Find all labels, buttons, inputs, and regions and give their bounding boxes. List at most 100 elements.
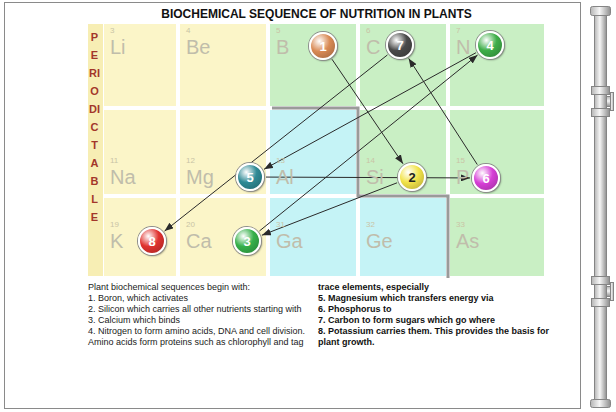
element-cell: 14Si 2 xyxy=(360,110,446,194)
cell-text-group: 31Ga xyxy=(276,220,303,252)
vertical-label: PERIODIC TABLE xyxy=(89,28,100,226)
cell-text-group: 7N xyxy=(456,26,470,58)
element-symbol: B xyxy=(276,36,289,58)
atomic-number: 3 xyxy=(110,26,126,36)
cell-tile xyxy=(450,198,544,276)
body-text: trace elements, especially xyxy=(318,282,550,293)
cell-text-group: 15P xyxy=(456,156,469,188)
cell-text-group: 12Mg xyxy=(186,156,214,188)
sequence-circle: 5 xyxy=(236,163,264,191)
atomic-number: 6 xyxy=(366,26,380,36)
element-cell: 15P6 xyxy=(450,110,544,194)
body-text: 1. Boron, which activates xyxy=(88,293,310,304)
body-text: 3. Calcium which binds xyxy=(88,315,310,326)
label-strip xyxy=(88,24,103,276)
frame xyxy=(5,3,581,409)
element-symbol: Ca xyxy=(186,230,212,252)
element-symbol: Al xyxy=(276,166,294,188)
element-symbol: Na xyxy=(110,166,136,188)
callout-number: 5 xyxy=(246,171,253,184)
element-cell: 31Ga xyxy=(270,198,356,276)
cell-text-group: 14Si xyxy=(366,156,384,188)
element-cell: 7N 4 xyxy=(450,24,544,106)
element-cell: 32Ge xyxy=(360,198,446,276)
element-symbol: Ge xyxy=(366,230,393,252)
cell-tile xyxy=(360,198,446,276)
cell-text-group: 11Na xyxy=(110,156,136,188)
element-cell: 12Mg 5 xyxy=(180,110,266,194)
sequence-circle: 6 xyxy=(472,164,500,192)
element-symbol: K xyxy=(110,230,123,252)
body-text: 2. Silicon which carries all other nutri… xyxy=(88,304,310,315)
atomic-number: 4 xyxy=(186,26,210,36)
cell-text-group: 6C xyxy=(366,26,380,58)
sequence-arrow xyxy=(165,55,388,231)
cell-tile xyxy=(180,198,266,276)
atomic-number: 20 xyxy=(186,220,212,230)
cell-text-group: 3Li xyxy=(110,26,126,58)
cell-text-group: 20Ca xyxy=(186,220,212,252)
cell-tile xyxy=(450,110,544,194)
cell-tile xyxy=(270,198,356,276)
body-text: 7. Carbon to form sugars which go where xyxy=(318,315,550,326)
sequence-arrow xyxy=(262,183,397,235)
atomic-number: 19 xyxy=(110,220,123,230)
sequence-circle: 3 xyxy=(233,227,261,255)
sequence-arrow xyxy=(259,55,477,231)
atomic-number: 12 xyxy=(186,156,214,166)
atomic-number: 14 xyxy=(366,156,384,166)
element-cell: 11Na xyxy=(104,110,176,194)
cell-tile xyxy=(270,110,356,194)
cell-text-group: 4Be xyxy=(186,26,210,58)
callout-number: 4 xyxy=(486,39,493,52)
cell-tile xyxy=(180,24,266,106)
atomic-number: 31 xyxy=(276,220,303,230)
element-cell: 3Li xyxy=(104,24,176,106)
body-text: 6. Phosphorus to xyxy=(318,304,550,315)
cell-tile xyxy=(270,24,356,106)
element-cell: 6C 7 xyxy=(360,24,446,106)
text-column: trace elements, especially5. Magnesium w… xyxy=(318,282,550,348)
atomic-number: 33 xyxy=(456,220,479,230)
element-cell: 5B 1 xyxy=(270,24,356,106)
cell-tile xyxy=(104,198,176,276)
element-symbol: Si xyxy=(366,166,384,188)
text-column: Plant biochemical sequences begin with:1… xyxy=(88,282,310,348)
atomic-number: 7 xyxy=(456,26,470,36)
callout-number: 1 xyxy=(319,40,326,53)
callout-number: 6 xyxy=(482,172,489,185)
body-text: 8. Potassium carries them. This provides… xyxy=(318,326,550,348)
atomic-number: 15 xyxy=(456,156,469,166)
element-symbol: P xyxy=(456,166,469,188)
sequence-circle: 7 xyxy=(386,31,414,59)
atomic-number: 5 xyxy=(276,26,289,36)
cell-text-group: 32Ge xyxy=(366,220,393,252)
body-text: 5. Magnesium which transfers energy via xyxy=(318,293,550,304)
atomic-number: 32 xyxy=(366,220,393,230)
callout-number: 3 xyxy=(243,235,250,248)
sequence-arrow xyxy=(409,58,478,164)
element-cell: 20Ca 3 xyxy=(180,198,266,276)
atomic-number: 11 xyxy=(110,156,136,166)
element-symbol: Mg xyxy=(186,166,214,188)
pipe xyxy=(591,7,614,408)
sequence-circle: 2 xyxy=(398,163,426,191)
cell-tile xyxy=(104,24,176,106)
sequence-circle: 1 xyxy=(309,32,337,60)
element-cell: 13Al xyxy=(270,110,356,194)
cell-text-group: 13Al xyxy=(276,156,294,188)
callout-number: 8 xyxy=(148,235,155,248)
diagram-title: BIOCHEMICAL SEQUENCE OF NUTRITION IN PLA… xyxy=(88,7,545,21)
callout-number: 2 xyxy=(408,171,415,184)
cell-tile xyxy=(360,24,446,106)
sequence-circle: 4 xyxy=(476,31,504,59)
callout-number: 7 xyxy=(396,39,403,52)
cell-text-group: 5B xyxy=(276,26,289,58)
element-symbol: Ga xyxy=(276,230,303,252)
cell-tile xyxy=(180,110,266,194)
element-symbol: N xyxy=(456,36,470,58)
element-symbol: Li xyxy=(110,36,126,58)
body-text: Plant biochemical sequences begin with: xyxy=(88,282,310,293)
